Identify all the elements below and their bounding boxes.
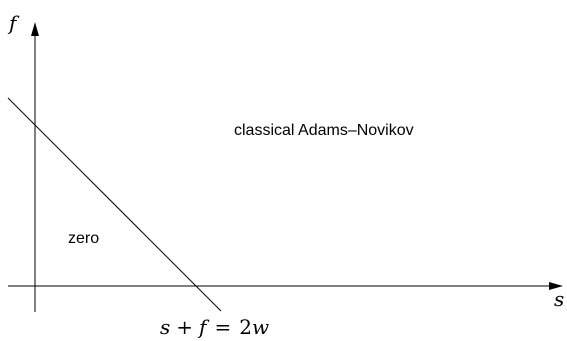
equation-var-w: w	[252, 315, 269, 339]
equation-coefficient: 2	[239, 315, 252, 339]
equation-var-s: s	[160, 315, 170, 339]
equation-var-f: f	[197, 315, 210, 339]
equation-plus: +	[176, 315, 193, 339]
vertical-axis-label: f	[7, 11, 20, 35]
lower-region-label: zero	[68, 230, 99, 247]
horizontal-axis-arrowhead	[549, 282, 563, 290]
boundary-line	[7, 97, 222, 312]
line-equation-label: s+f= 2w	[160, 315, 269, 339]
upper-region-label: classical Adams–Novikov	[234, 122, 414, 139]
horizontal-axis-label: s	[554, 287, 564, 311]
vertical-axis-arrowhead	[31, 22, 39, 36]
equation-equals: =	[214, 315, 231, 339]
